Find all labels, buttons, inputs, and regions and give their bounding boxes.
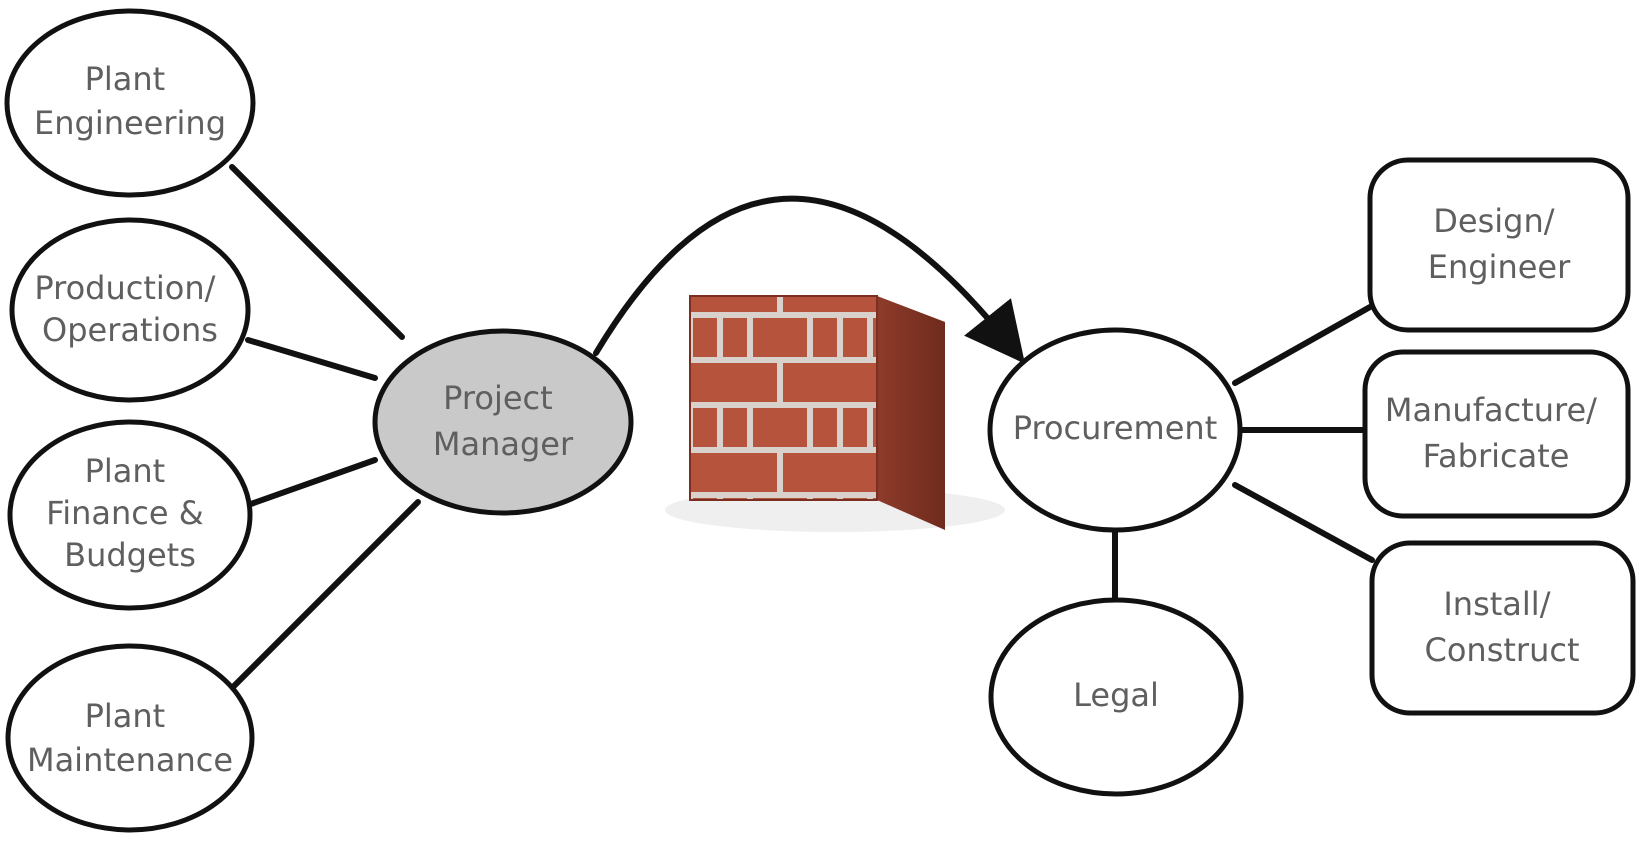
edge-production-to-manager	[245, 337, 378, 381]
node-legal-label: Legal	[1073, 676, 1159, 714]
node-manufacture-fabricate-label: Manufacture/ Fabricate	[1385, 391, 1607, 475]
node-plant-engineering: Plant Engineering	[4, 8, 256, 198]
node-procurement-label: Procurement	[1013, 409, 1217, 447]
edge-procurement-to-install	[1232, 482, 1375, 563]
node-install-construct: Install/ Construct	[1369, 540, 1636, 716]
node-legal: Legal	[988, 597, 1244, 797]
node-production-operations: Production/ Operations	[9, 217, 251, 403]
edge-finance-to-manager	[245, 457, 378, 508]
node-plant-engineering-label: Plant Engineering	[34, 60, 226, 142]
node-design-engineer: Design/ Engineer	[1367, 157, 1631, 333]
brick-wall-icon	[665, 295, 1005, 532]
node-plant-finance-budgets-label: Plant Finance & Budgets	[46, 452, 214, 574]
node-install-construct-label: Install/ Construct	[1425, 585, 1580, 669]
node-project-manager-label: Project Manager	[433, 379, 574, 463]
node-production-operations-label: Production/ Operations	[34, 269, 225, 349]
node-manufacture-fabricate: Manufacture/ Fabricate	[1362, 349, 1631, 519]
node-project-manager: Project Manager	[372, 328, 634, 516]
edge-maintenance-to-manager	[229, 499, 421, 691]
edge-manager-to-procurement-arrow	[593, 195, 1026, 364]
edge-procurement-to-design	[1232, 304, 1373, 386]
node-plant-finance-budgets: Plant Finance & Budgets	[7, 419, 253, 611]
node-plant-maintenance-label: Plant Maintenance	[27, 697, 233, 779]
edge-engineering-to-manager	[229, 164, 405, 340]
node-design-engineer-label: Design/ Engineer	[1428, 202, 1571, 286]
node-procurement: Procurement	[987, 327, 1243, 533]
node-plant-maintenance: Plant Maintenance	[5, 643, 255, 833]
